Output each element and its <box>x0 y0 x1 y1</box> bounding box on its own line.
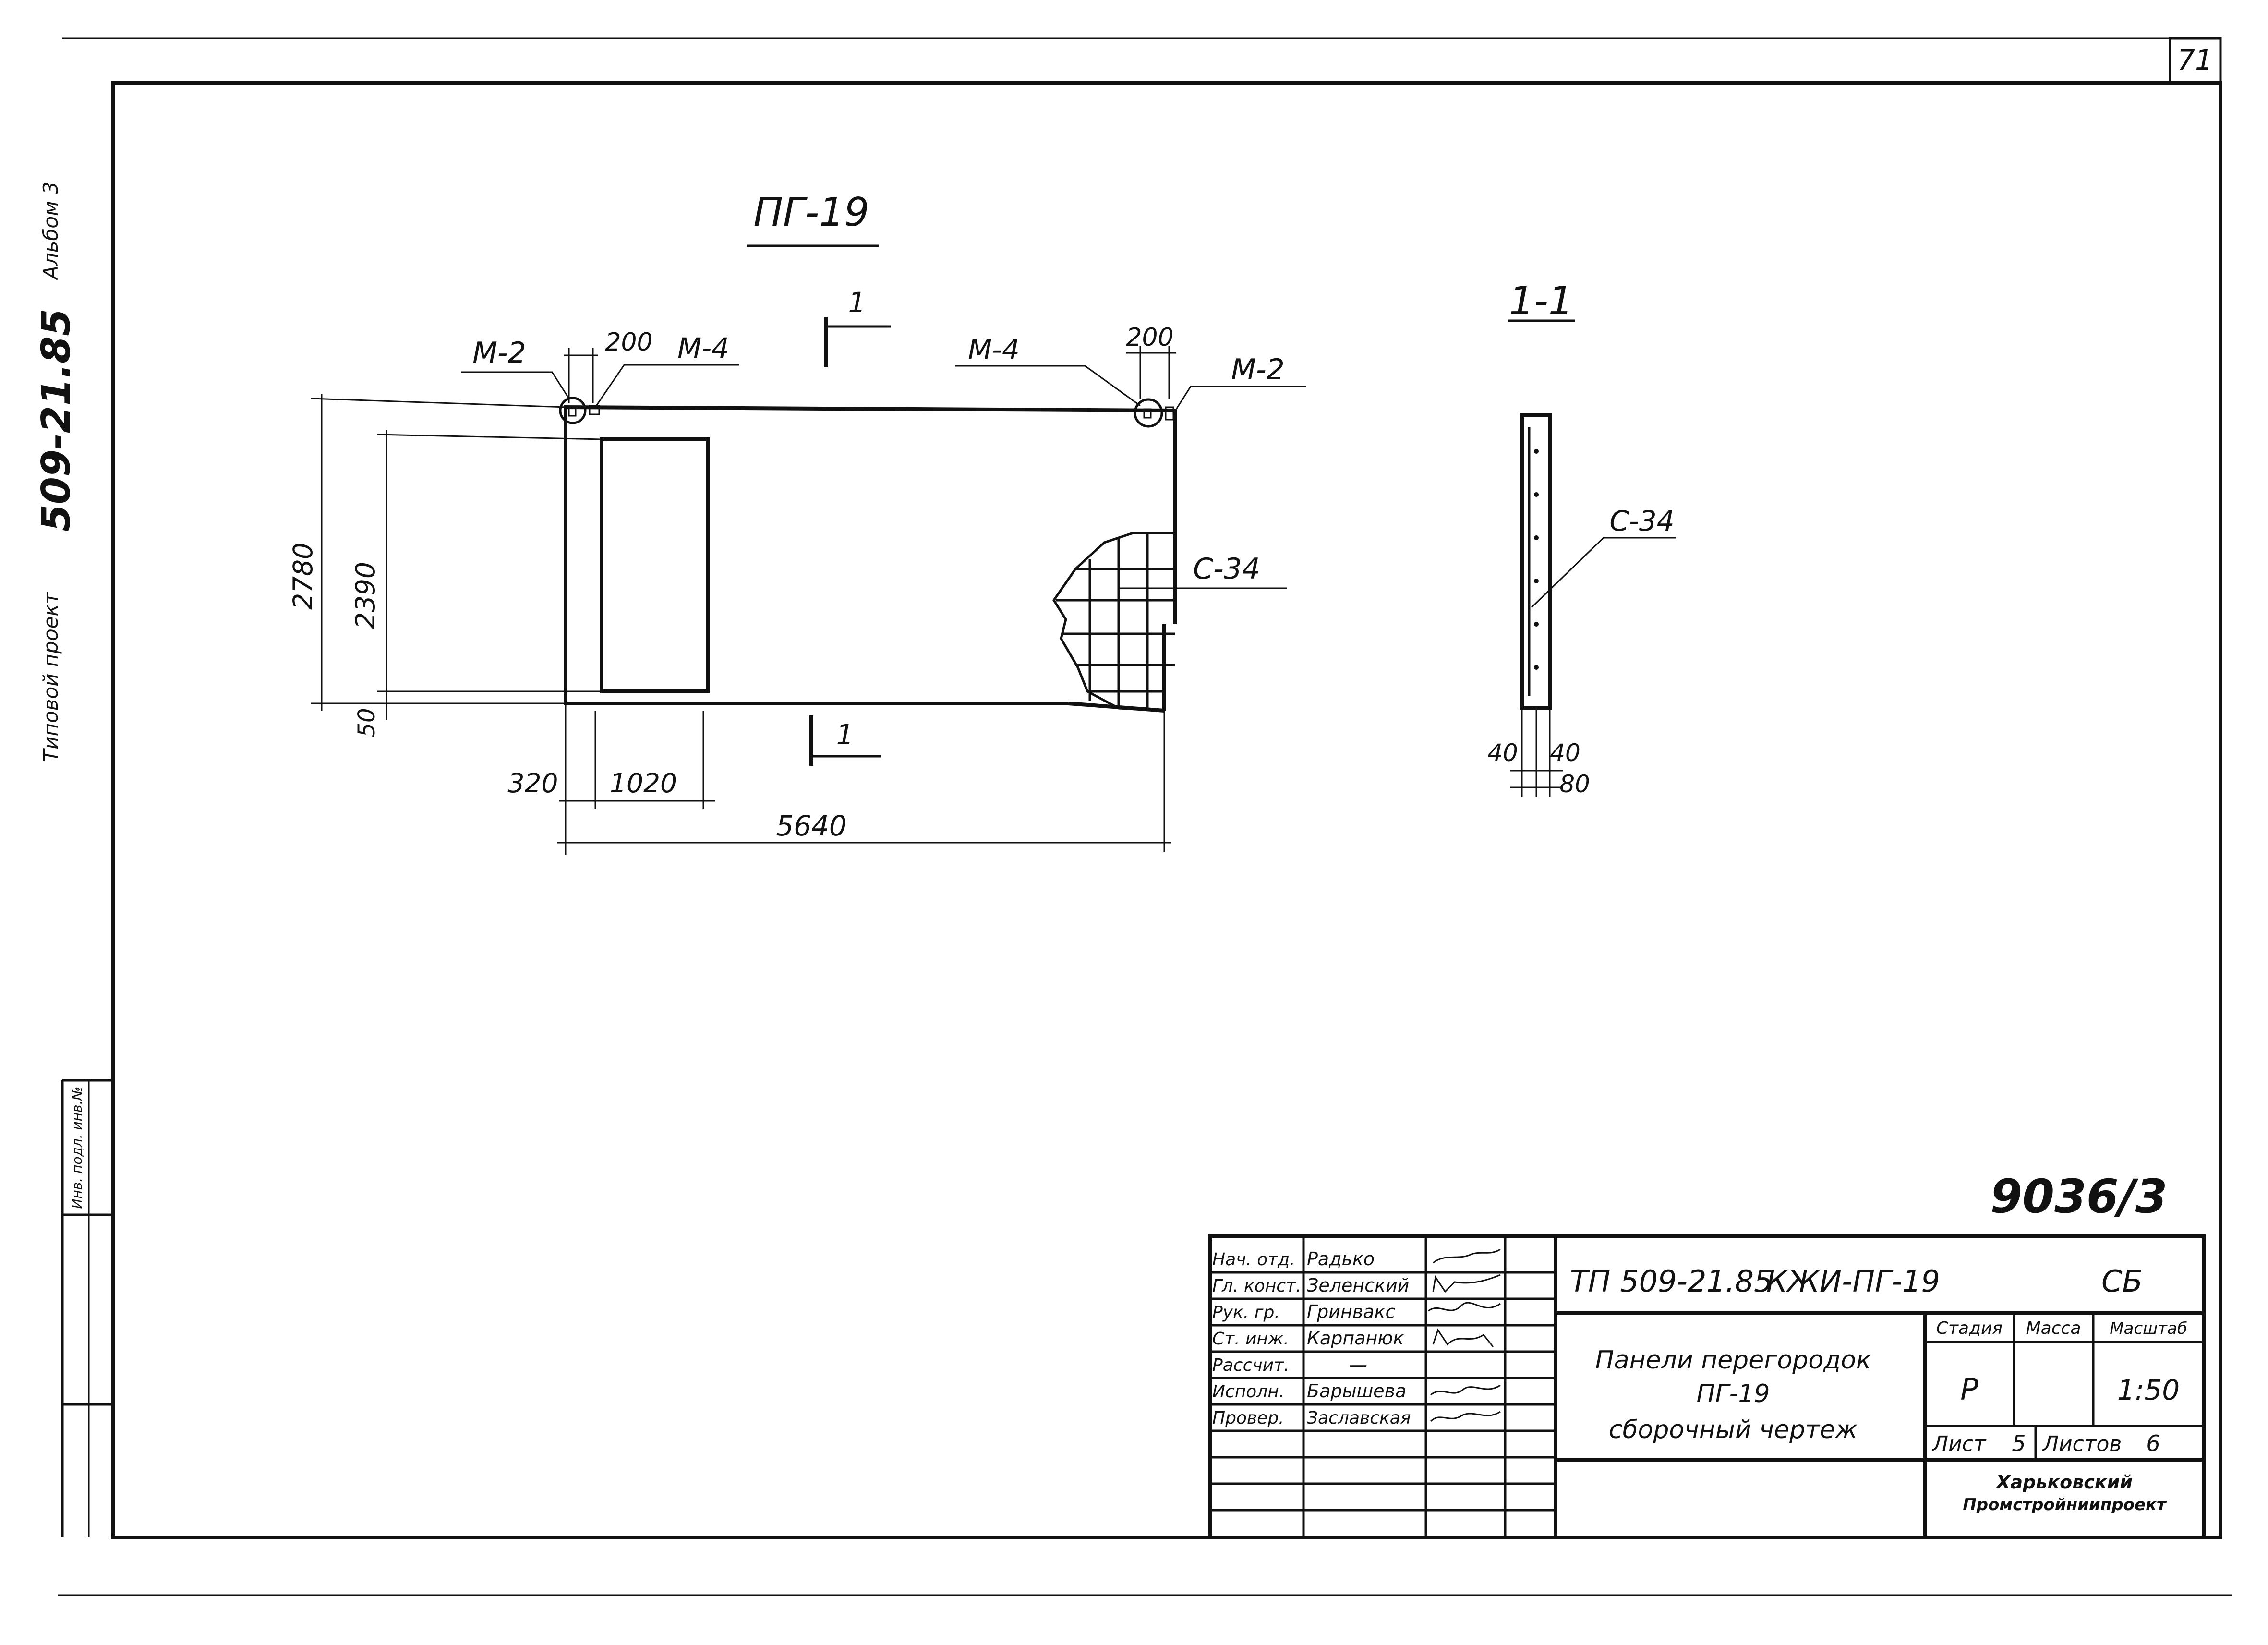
document-mark: КЖИ-ПГ-19 <box>1766 1264 1940 1299</box>
m2-left-leader <box>461 371 570 399</box>
section-mark-top: 1 <box>824 286 891 367</box>
dim-left-offset: 320 <box>508 768 558 798</box>
m2-right-callout: М-2 <box>1231 353 1285 387</box>
m4-left-leader <box>594 364 739 408</box>
title-block <box>1208 1234 2206 1539</box>
dim-height-total-lines <box>311 394 566 711</box>
side-project-number: 509-21.85 <box>34 309 79 532</box>
m4-left-callout: М-4 <box>677 332 729 364</box>
embed-m4-right <box>1165 406 1174 421</box>
embed-marker-m2-right <box>1134 398 1163 428</box>
section-mark-top-label: 1 <box>848 286 866 319</box>
page-number-box <box>2169 37 2222 84</box>
stage-label: Стадия <box>1936 1318 2003 1338</box>
dim-bottom-row-lines <box>559 703 715 855</box>
section-dim-right: 40 <box>1550 739 1580 767</box>
dim-total-length-lines <box>557 711 1171 852</box>
drawing-frame <box>111 81 2222 1539</box>
organization-line-2: Промстройниипроект <box>1963 1495 2167 1514</box>
staff-name-6: Барышева <box>1307 1380 1406 1402</box>
staff-name-4: Карпанюк <box>1307 1328 1404 1349</box>
scale-value: 1:50 <box>2117 1374 2180 1406</box>
staff-role-3: Рук. гр. <box>1212 1303 1280 1322</box>
m4-right-callout: М-4 <box>968 333 1020 366</box>
sheets-label: Листов <box>2042 1432 2122 1456</box>
description-line-1: Панели перегородок <box>1595 1346 1871 1375</box>
sheets-value: 6 <box>2146 1430 2160 1456</box>
side-inventory-label: Инв. подл. инв.№ <box>69 1086 85 1209</box>
description-line-2: ПГ-19 <box>1696 1379 1770 1408</box>
staff-name-7: Заславская <box>1307 1408 1411 1428</box>
organization-line-1: Харьковский <box>1995 1472 2133 1493</box>
mass-label: Масса <box>2026 1318 2081 1338</box>
dim-top-left-200: 200 <box>605 328 652 357</box>
page-number: 71 <box>2177 44 2213 76</box>
section-mark-bottom: 1 <box>809 715 881 766</box>
section-dim-total: 80 <box>1559 770 1590 798</box>
door-opening <box>600 437 710 693</box>
stage-value: Р <box>1960 1372 1978 1407</box>
dim-opening-width: 1020 <box>610 768 677 798</box>
side-album: Альбом 3 <box>39 181 62 281</box>
scale-label: Масштаб <box>2110 1319 2187 1338</box>
dim-top-right-200: 200 <box>1126 323 1173 352</box>
m2-right-leader <box>1173 386 1306 413</box>
plan-view-title: ПГ-19 <box>753 190 869 235</box>
sheet-label: Лист <box>1931 1432 1987 1456</box>
sheet-value: 5 <box>2012 1430 2026 1456</box>
staff-role-6: Исполн. <box>1212 1382 1284 1402</box>
section-view-title: 1-1 <box>1509 278 1573 324</box>
embed-m4-left <box>589 405 600 415</box>
section-dim-left: 40 <box>1487 739 1518 767</box>
dim-opening-height-lines <box>376 430 602 720</box>
document-code: ТП 509-21.85 <box>1570 1264 1773 1299</box>
staff-name-2: Зеленский <box>1307 1275 1410 1296</box>
dim-height-total: 2780 <box>288 543 318 610</box>
document-suffix: СБ <box>2101 1264 2143 1299</box>
signatures <box>1428 1248 1501 1422</box>
c34-callout: С-34 <box>1193 552 1260 586</box>
section-mark-bottom-label: 1 <box>836 718 854 751</box>
m2-left-callout: М-2 <box>472 336 526 370</box>
dim-bottom-offset: 50 <box>353 708 380 737</box>
staff-role-7: Провер. <box>1212 1408 1284 1428</box>
mesh-cutaway <box>1052 532 1175 712</box>
embed-marker-m2-left <box>559 397 587 424</box>
staff-role-1: Нач. отд. <box>1212 1250 1295 1270</box>
section-c34-leader <box>1531 537 1676 608</box>
inventory-strip: Инв. подл. инв.№ <box>61 1079 113 1537</box>
staff-role-4: Ст. инж. <box>1212 1329 1289 1349</box>
side-project-label: Типовой проект <box>39 592 62 762</box>
staff-role-5: Рассчит. <box>1212 1355 1289 1375</box>
section-c34-callout: С-34 <box>1609 505 1674 537</box>
description-line-3: сборочный чертеж <box>1609 1415 1858 1444</box>
m4-right-leader <box>955 365 1141 407</box>
section-profile <box>1520 413 1552 710</box>
staff-role-2: Гл. конст. <box>1212 1276 1301 1296</box>
archive-number: 9036/3 <box>1990 1170 2167 1223</box>
dim-total-length: 5640 <box>776 810 847 842</box>
dim-opening-height: 2390 <box>350 562 381 629</box>
staff-name-1: Радько <box>1307 1248 1375 1270</box>
staff-name-3: Гринвакс <box>1307 1301 1395 1322</box>
section-dimension-lines <box>1510 708 1563 797</box>
staff-name-5: — <box>1349 1354 1367 1375</box>
